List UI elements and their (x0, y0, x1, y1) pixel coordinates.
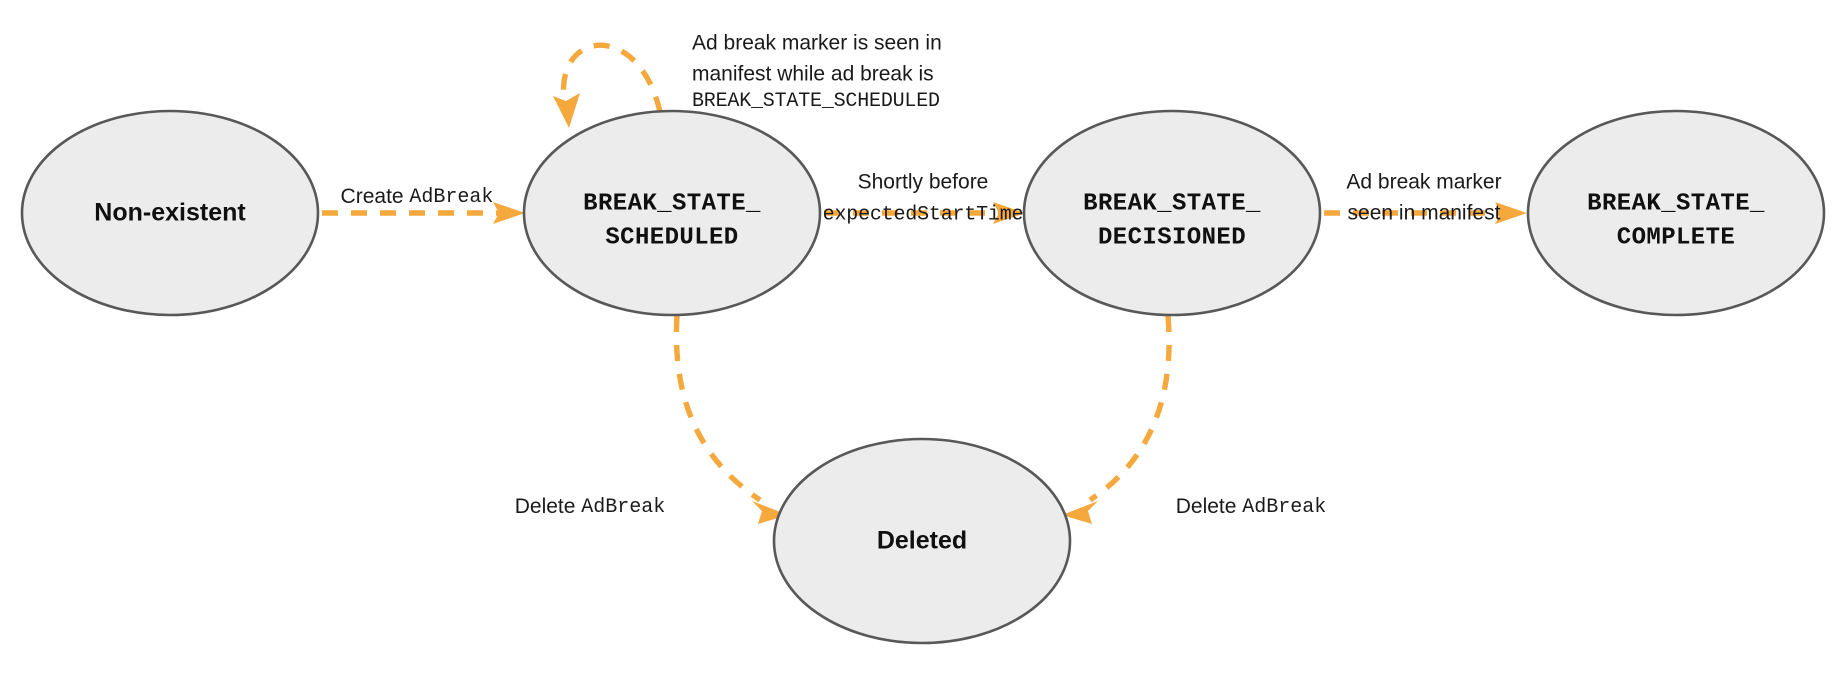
edge-create-adbreak-arrowhead (493, 202, 525, 224)
node-break-state-scheduled-shape[interactable] (522, 109, 822, 317)
node-deleted[interactable]: Deleted (772, 437, 1072, 645)
edge-label-delete-from-decisioned-plain: Delete (1176, 495, 1243, 518)
edge-label-self-loop-line1: Ad break marker is seen in (692, 32, 942, 55)
node-break-state-complete-shape[interactable] (1526, 109, 1826, 317)
node-break-state-scheduled-label-line2: SCHEDULED (605, 224, 738, 251)
node-non-existent-shape[interactable] (20, 109, 320, 317)
edge-label-delete-from-scheduled-mono: AdBreak (581, 496, 665, 519)
edge-label-create-adbreak-plain: Create (341, 185, 410, 208)
edge-marker-seen (1324, 202, 1527, 224)
edge-label-marker-seen-line2: seen in manifest (1348, 202, 1501, 225)
edge-label-create-adbreak-mono: AdBreak (409, 186, 493, 209)
node-non-existent[interactable]: Non-existent (20, 109, 320, 317)
edge-shortly-before (824, 202, 1025, 224)
edge-label-delete-from-decisioned: Delete AdBreak (1176, 495, 1327, 520)
edge-marker-seen-arrowhead (1495, 202, 1527, 224)
node-break-state-scheduled-label-line1: BREAK_STATE_ (583, 190, 761, 217)
node-break-state-decisioned-label-line1: BREAK_STATE_ (1083, 190, 1261, 217)
edge-delete-from-decisioned-line (1088, 315, 1172, 503)
node-deleted-label: Deleted (877, 527, 967, 555)
edge-delete-from-scheduled-arrowhead (752, 501, 788, 524)
node-break-state-complete-label-line1: BREAK_STATE_ (1587, 190, 1765, 217)
edge-label-marker-seen-line1: Ad break marker (1346, 171, 1501, 194)
node-break-state-decisioned[interactable]: BREAK_STATE_ DECISIONED (1022, 109, 1322, 317)
edge-label-delete-from-scheduled-plain: Delete (515, 495, 582, 518)
node-break-state-complete-label-line2: COMPLETE (1617, 224, 1735, 251)
edge-create-adbreak (322, 202, 525, 224)
node-break-state-scheduled[interactable]: BREAK_STATE_ SCHEDULED (522, 109, 822, 317)
edge-delete-from-scheduled-line (673, 315, 762, 503)
node-break-state-decisioned-label-line2: DECISIONED (1098, 224, 1246, 251)
node-break-state-complete[interactable]: BREAK_STATE_ COMPLETE (1526, 109, 1826, 317)
node-deleted-shape[interactable] (772, 437, 1072, 645)
edge-scheduled-self-loop (553, 42, 663, 128)
edge-label-delete-from-scheduled: Delete AdBreak (515, 495, 666, 520)
edge-label-create-adbreak: Create AdBreak (341, 185, 494, 210)
node-non-existent-label: Non-existent (94, 199, 246, 227)
edge-scheduled-self-loop-arrowhead (553, 93, 580, 128)
edge-scheduled-self-loop-line (560, 42, 663, 113)
edge-shortly-before-arrowhead (993, 202, 1025, 224)
edge-label-shortly-before-line1: Shortly before (858, 171, 989, 194)
edge-delete-from-decisioned-arrowhead (1062, 501, 1098, 524)
node-break-state-decisioned-shape[interactable] (1022, 109, 1322, 317)
edge-label-shortly-before-line2: expectedStartTime (823, 203, 1024, 226)
edge-label-self-loop-line3: BREAK_STATE_SCHEDULED (692, 90, 940, 113)
edge-label-delete-from-decisioned-mono: AdBreak (1242, 496, 1326, 519)
edge-label-self-loop-line2: manifest while ad break is (692, 63, 934, 86)
edge-delete-from-decisioned (1062, 315, 1172, 524)
edge-delete-from-scheduled (673, 315, 788, 524)
